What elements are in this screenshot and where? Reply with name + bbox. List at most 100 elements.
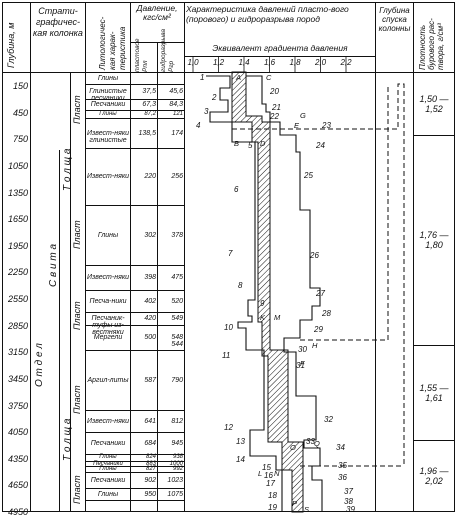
lithology-name: Извест-няки глинистые: [86, 129, 130, 144]
lithology-row-line: [86, 84, 184, 85]
pressure-plast-value: 587: [144, 376, 156, 384]
curve-number-label: 28: [321, 309, 331, 318]
lithology-name: Извест-няки: [86, 274, 130, 281]
point-letter-label: P: [292, 499, 297, 508]
lithology-name: Глинистые песчаники: [89, 88, 127, 102]
curve-number-label: 30: [298, 345, 307, 354]
lithology-row-line: [86, 466, 184, 467]
pressure-plast-value: 420: [144, 315, 156, 322]
point-letter-label: K: [260, 313, 266, 322]
pressure-plast-value: 398: [144, 274, 156, 281]
lithology-row-line: [86, 265, 184, 266]
pressure-plast-value: 883: [145, 461, 156, 467]
pressure-plast-value: 87,2: [144, 110, 156, 117]
point-letter-label: N: [274, 469, 280, 478]
curve-number-label: 18: [268, 491, 277, 500]
pressure-plast-value: 684: [144, 439, 156, 447]
point-letter-label: S: [304, 505, 309, 514]
lithology-row-line: [86, 500, 184, 501]
chart-title: Характеристика давлений пласто-вого (пор…: [186, 4, 349, 24]
pressure-grp-value: 256: [171, 173, 183, 180]
lithology-name: Песчаники: [90, 439, 126, 447]
depth-label: 450: [12, 107, 28, 118]
depth-label: 1350: [7, 187, 28, 198]
lithology-name: Глины: [99, 466, 117, 472]
lithology-name: Мергели: [93, 334, 123, 341]
casing-dash-1: [232, 83, 405, 466]
curve-number-label: 4: [196, 121, 201, 130]
gradient-axis-line: [184, 56, 375, 57]
lithology-row-line: [86, 205, 184, 206]
strat-line-1: [59, 150, 60, 512]
curve-number-label: 24: [315, 141, 325, 150]
curve-number-label: 15: [262, 463, 271, 472]
lithology-name: Песчаники: [90, 476, 126, 484]
depth-label: 2850: [7, 320, 28, 331]
col-sep-lith: [130, 2, 131, 512]
lithology-row-line: [86, 290, 184, 291]
lithology-row-line: [86, 148, 184, 149]
lithology-row-line: [86, 110, 184, 111]
lithology-name: Извест-няки: [86, 173, 130, 180]
pressure-grp-value: 549: [171, 315, 183, 322]
pressure-grp-value: 174: [171, 129, 183, 137]
strat-line-2: [70, 72, 71, 512]
lithology-row-line: [86, 312, 184, 313]
depth-label: 2550: [7, 294, 28, 305]
pressure-grp-value: 84,3: [169, 101, 183, 108]
lithology-row-line: [86, 99, 184, 100]
lithology-name: Песча-ники: [89, 297, 127, 305]
point-letter-label: O: [290, 443, 296, 452]
curve-number-label: 33: [306, 437, 315, 446]
curve-number-label: 31: [296, 361, 305, 370]
curve-number-label: 10: [224, 323, 233, 332]
pressure-grp-value: 121: [172, 110, 183, 117]
density-divider: [413, 135, 455, 136]
curve-number-label: 39: [346, 505, 355, 514]
pressure-grp-value: 378: [171, 231, 183, 239]
curve-number-label: 34: [336, 443, 345, 452]
point-letter-label: G: [300, 111, 306, 120]
pressure-grp-value: 1075: [167, 490, 183, 498]
pressure-grp-value: 1023: [167, 476, 183, 484]
curve-number-label: 13: [236, 437, 245, 446]
pressure-plast-value: 220: [144, 173, 156, 180]
curve-number-label: 27: [315, 289, 325, 298]
depth-label: 3150: [7, 347, 28, 358]
pressure-grp-value: 938: [172, 454, 183, 460]
depth-label: 4350: [7, 453, 28, 464]
curve-number-label: 16: [264, 471, 273, 480]
curve-number-label: 22: [269, 112, 279, 121]
col-sep-pressure: [184, 2, 185, 512]
curve-number-label: 19: [268, 503, 277, 512]
curve-number-label: 29: [313, 325, 323, 334]
pressure-grp-value: 520: [171, 297, 183, 305]
pressure-plast-value: 824: [145, 454, 156, 460]
curve-number-label: 3: [204, 107, 209, 116]
curve-number-label: 32: [324, 415, 333, 424]
pressure-grp-value: 790: [171, 376, 183, 384]
lithology-row-line: [86, 472, 184, 473]
pressure-grp-value: 45,6: [169, 88, 183, 95]
pressure-grp-value: 945: [171, 439, 183, 447]
curve-number-label: 2: [211, 93, 217, 102]
curve-number-label: 37: [344, 487, 353, 496]
curve-number-label: 11: [222, 351, 230, 360]
curve-number-label: 1: [200, 73, 204, 82]
lithology-name: Глины: [97, 74, 119, 82]
curve-number-label: 35: [338, 461, 347, 470]
pressure-plast-value: 402: [144, 297, 156, 305]
lithology-name: Песчаники: [90, 101, 126, 108]
lithology-row-line: [86, 461, 184, 462]
lithology-row-line: [86, 432, 184, 433]
pressure-plast-value: 950: [144, 490, 156, 498]
depth-label: 4950: [7, 507, 28, 517]
curve-number-label: 21: [271, 103, 281, 112]
point-letter-label: E: [294, 121, 300, 130]
curve-number-label: 14: [236, 455, 245, 464]
curve-number-label: 8: [238, 281, 243, 290]
point-letter-label: A: [235, 73, 241, 82]
lithology-name: Извест-няки: [86, 417, 130, 425]
pressure-plast-value: 827: [145, 466, 156, 472]
